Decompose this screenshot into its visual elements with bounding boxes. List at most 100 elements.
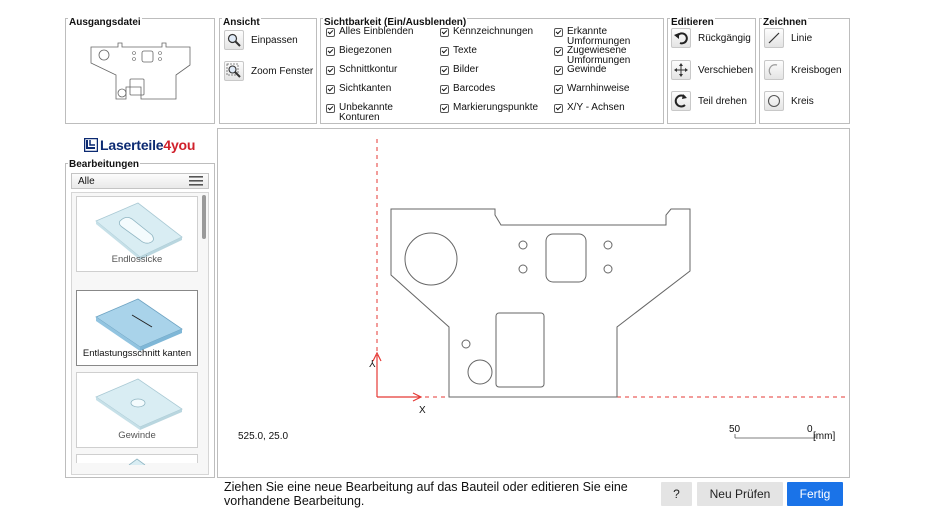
small-hole-3 [603,240,613,250]
checkbox-box[interactable] [326,28,335,37]
rotate-icon [671,91,691,111]
checkbox-box[interactable] [554,28,563,37]
zoom-window-label: Zoom Fenster [251,65,314,77]
x-axis-label: X [419,405,426,416]
operation-card-partial[interactable] [76,454,198,465]
small-hole-2 [518,264,528,274]
part-drawing[interactable] [218,129,851,479]
line-icon [764,28,784,48]
circle-icon [764,91,784,111]
checkbox-box[interactable] [440,104,449,113]
checkbox-bend-zones[interactable]: Biegezonen [326,46,392,56]
source-file-panel: Ausgangsdatei [65,17,215,124]
magnifier-fit-icon [224,30,244,50]
checkbox-threads[interactable]: Gewinde [554,65,606,75]
checkbox-box[interactable] [440,85,449,94]
checkbox-box[interactable] [554,104,563,113]
edit-panel: Editieren Rückgängig Verschieben Teil dr… [667,17,756,124]
zoom-window-button[interactable]: Zoom Fenster [224,60,313,82]
fit-label: Einpassen [251,34,298,46]
fit-button[interactable]: Einpassen [224,29,298,51]
edit-title: Editieren [670,17,715,29]
drawing-canvas[interactable]: Y X 525.0, 25.0 50 0 [mm] [217,128,850,478]
checkbox-box[interactable] [326,47,335,56]
checkbox-box[interactable] [554,66,563,75]
scale-unit: [mm] [813,431,836,442]
checkbox-show-all[interactable]: Alles Einblenden [326,27,414,37]
checkbox-marking-points[interactable]: Markierungspunkte [440,103,538,113]
checkbox-markings[interactable]: Kennzeichnungen [440,27,533,37]
visibility-panel: Sichtbarkeit (Ein/Ausblenden) Alles Einb… [320,17,664,124]
source-file-title: Ausgangsdatei [68,17,142,29]
rotate-part-button[interactable]: Teil drehen [671,90,747,112]
checkbox-texts[interactable]: Texte [440,46,477,56]
checkbox-assigned-forms[interactable]: Zugewiesene Umformungen [554,46,634,66]
checkbox-box[interactable] [326,104,335,113]
status-message: Ziehen Sie eine neue Bearbeitung auf das… [224,480,628,508]
checkbox-box[interactable] [440,47,449,56]
logo-mark-icon [84,138,98,152]
help-button[interactable]: ? [661,482,692,506]
operations-title: Bearbeitungen [68,159,141,171]
checkbox-cut-contour[interactable]: Schnittkontur [326,65,397,75]
endless-bead-thumbnail [95,202,183,260]
part-outline [390,208,691,398]
small-hole-1 [518,240,528,250]
checkbox-box[interactable] [554,85,563,94]
magnifier-window-icon [224,61,244,81]
thread-thumbnail [95,378,183,430]
big-hole [404,232,458,286]
checkbox-box[interactable] [440,66,449,75]
checkbox-images[interactable]: Bilder [440,65,479,75]
cursor-coordinates: 525.0, 25.0 [238,431,289,442]
move-label: Verschieben [698,64,754,76]
done-button[interactable]: Fertig [787,482,843,506]
undo-label: Rückgängig [698,32,751,44]
recheck-button[interactable]: Neu Prüfen [697,482,783,506]
checkbox-barcodes[interactable]: Barcodes [440,84,495,94]
circle-tool-button[interactable]: Kreis [764,90,814,112]
scale-label-0: 0 [807,424,813,435]
relief-cut-thumbnail [95,298,183,351]
card-label: Gewinde [118,430,156,441]
arc-tool-button[interactable]: Kreisbogen [764,59,842,81]
checkbox-xy-axes[interactable]: X/Y - Achsen [554,103,625,113]
checkbox-box[interactable] [440,28,449,37]
arc-icon [764,60,784,80]
operation-card-endless-bead[interactable]: Endlossicke [76,196,198,272]
operations-filter-select[interactable]: Alle [71,173,209,189]
menu-icon [189,176,203,186]
filter-value: Alle [78,176,95,187]
checkbox-visible-edges[interactable]: Sichtkanten [326,84,391,94]
operation-card-relief-cut[interactable]: Entlastungsschnitt kanten [76,290,198,366]
line-label: Linie [791,32,813,44]
small-hole-4 [603,264,613,274]
checkbox-box[interactable] [326,85,335,94]
view-title: Ansicht [222,17,261,29]
checkbox-detected-forms[interactable]: Erkannte Umformungen [554,27,634,47]
rect-cutout [495,312,545,388]
undo-button[interactable]: Rückgängig [671,27,751,49]
y-axis-label: Y [369,357,376,368]
move-button[interactable]: Verschieben [671,59,753,81]
draw-panel: Zeichnen Linie Kreisbogen Kreis [759,17,850,124]
card-label: Entlastungsschnitt kanten [82,348,192,359]
draw-title: Zeichnen [762,17,808,29]
line-tool-button[interactable]: Linie [764,27,812,49]
operation-card-thread[interactable]: Gewinde [76,372,198,448]
undo-icon [671,28,691,48]
rotate-part-label: Teil drehen [698,95,747,107]
scale-label-50: 50 [729,424,741,435]
checkbox-warnings[interactable]: Warnhinweise [554,84,629,94]
logo-text: Laserteile4you [100,137,196,153]
scrollbar[interactable] [202,195,206,239]
tiny-hole [461,339,471,349]
checkbox-box[interactable] [326,66,335,75]
visibility-title: Sichtbarkeit (Ein/Ausblenden) [323,17,468,29]
square-cutout [545,233,587,283]
partial-thumbnail [128,458,146,465]
checkbox-unknown-contours[interactable]: Unbekannte Konturen [326,103,406,123]
checkbox-box[interactable] [554,47,563,56]
source-part-thumbnail[interactable] [86,41,196,111]
arc-label: Kreisbogen [791,64,842,76]
